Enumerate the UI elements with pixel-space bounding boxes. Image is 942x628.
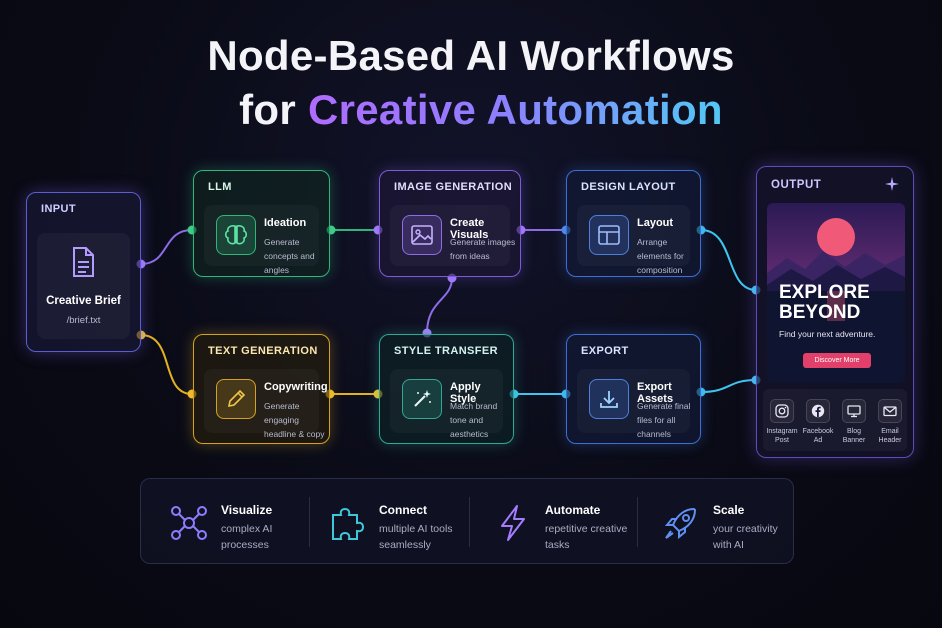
download-icon [589, 379, 629, 419]
channel-label: Instagram Post [766, 428, 798, 444]
document-icon [67, 245, 99, 279]
channel-label: Facebook Ad [802, 428, 834, 444]
feature-desc: your creativity with AI [713, 523, 778, 551]
design-layout-node[interactable]: DESIGN LAYOUT Layout Arrange elements fo… [566, 170, 701, 277]
feature-automate: Automate repetitive creative tasks [493, 479, 643, 565]
poster-headline: EXPLORE BEYOND [779, 282, 870, 323]
feature-title: Connect [379, 503, 427, 517]
wire-input-text [140, 334, 193, 395]
mail-icon [878, 399, 902, 423]
text-generation-header: TEXT GENERATION [208, 345, 318, 357]
feature-divider [309, 497, 310, 547]
page-title: Node-Based AI Workflows [207, 32, 735, 79]
style-transfer-body: Apply Style Match brand tone and aesthet… [390, 369, 503, 439]
feature-desc: complex AI processes [221, 523, 273, 551]
feature-visualize: Visualize complex AI processes [169, 479, 319, 565]
input-node[interactable]: INPUT Creative Brief /brief.txt [26, 192, 141, 352]
output-poster: EXPLORE BEYOND Find your next adventure.… [767, 203, 905, 383]
image-generation-node[interactable]: IMAGE GENERATION Create Visuals Generate… [379, 170, 521, 277]
wire-export-output [700, 379, 757, 393]
text-generation-node[interactable]: TEXT GENERATION Copywriting Generate eng… [193, 334, 330, 444]
text-generation-title: Copywriting [264, 381, 328, 393]
style-transfer-title: Apply Style [450, 381, 481, 405]
feature-scale: Scale your creativity with AI [661, 479, 791, 565]
llm-node-body: Ideation Generate concepts and angles [204, 205, 319, 275]
export-title: Export Assets [637, 381, 674, 405]
llm-title: Ideation [264, 217, 307, 229]
page-subtitle: for Creative Automation [0, 86, 942, 134]
feature-connect: Connect multiple AI tools seamlessly [327, 479, 477, 565]
image-generation-desc: Generate images from ideas [450, 237, 516, 261]
rocket-icon [661, 503, 701, 548]
channel-facebook[interactable]: Facebook Ad [801, 399, 835, 445]
monitor-icon [842, 399, 866, 423]
feature-divider [637, 497, 638, 547]
network-icon [169, 503, 209, 548]
output-header: OUTPUT [771, 179, 822, 191]
style-transfer-header: STYLE TRANSFER [394, 345, 498, 357]
export-desc: Generate final files for all channels [637, 401, 691, 439]
feature-title: Visualize [221, 503, 273, 517]
wire-style-image [426, 277, 453, 334]
sparkle-icon [885, 177, 899, 196]
lightning-icon [493, 503, 533, 548]
facebook-icon [806, 399, 830, 423]
poster-cta-button[interactable]: Discover More [803, 353, 871, 368]
layout-icon [589, 215, 629, 255]
llm-node[interactable]: LLM Ideation Generate concepts and angle… [193, 170, 330, 277]
image-generation-body: Create Visuals Generate images from idea… [390, 205, 515, 266]
channel-strip [763, 389, 907, 451]
input-node-header: INPUT [41, 203, 76, 215]
llm-node-header: LLM [208, 181, 232, 193]
subtitle-prefix: for [239, 86, 308, 133]
text-generation-body: Copywriting Generate engaging headline &… [204, 369, 328, 439]
brain-icon [216, 215, 256, 255]
output-node[interactable]: OUTPUT EXPLORE BEYOND Find your next adv… [756, 166, 914, 458]
feature-title: Automate [545, 503, 601, 517]
image-generation-header: IMAGE GENERATION [394, 181, 513, 193]
channel-label: Blog Banner [842, 428, 866, 444]
features-panel: Visualize complex AI processes Connect m… [140, 478, 794, 564]
wire-layout-output [700, 229, 757, 291]
llm-desc: Generate concepts and angles [264, 237, 315, 275]
style-transfer-desc: Match brand tone and aesthetics [450, 401, 498, 439]
wire-input-llm [140, 229, 193, 265]
style-transfer-node[interactable]: STYLE TRANSFER Apply Style Match brand t… [379, 334, 514, 444]
export-node[interactable]: EXPORT Export Assets Generate final file… [566, 334, 701, 444]
feature-title: Scale [713, 503, 745, 517]
feature-divider [469, 497, 470, 547]
poster-tagline: Find your next adventure. [779, 329, 876, 339]
puzzle-icon [327, 503, 367, 548]
design-layout-title: Layout [637, 217, 674, 229]
export-header: EXPORT [581, 345, 629, 357]
image-icon [402, 215, 442, 255]
feature-desc: repetitive creative tasks [545, 523, 628, 551]
design-layout-desc: Arrange elements for composition [637, 237, 684, 275]
input-card: Creative Brief /brief.txt [37, 233, 130, 339]
channel-blog[interactable]: Blog Banner [837, 399, 871, 445]
channel-instagram[interactable]: Instagram Post [765, 399, 799, 445]
feature-desc: multiple AI tools seamlessly [379, 523, 453, 551]
export-body: Export Assets Generate final files for a… [577, 369, 690, 439]
subtitle-highlight: Creative Automation [307, 86, 723, 133]
magic-wand-icon [402, 379, 442, 419]
text-generation-desc: Generate engaging headline & copy [264, 401, 325, 439]
input-file: /brief.txt [66, 315, 101, 326]
design-layout-header: DESIGN LAYOUT [581, 181, 676, 193]
image-generation-title: Create Visuals [450, 217, 489, 241]
design-layout-body: Layout Arrange elements for composition [577, 205, 690, 275]
pencil-icon [216, 379, 256, 419]
instagram-icon [770, 399, 794, 423]
input-title: Creative Brief [46, 295, 121, 307]
channel-email[interactable]: Email Header [873, 399, 907, 445]
channel-label: Email Header [878, 428, 902, 444]
